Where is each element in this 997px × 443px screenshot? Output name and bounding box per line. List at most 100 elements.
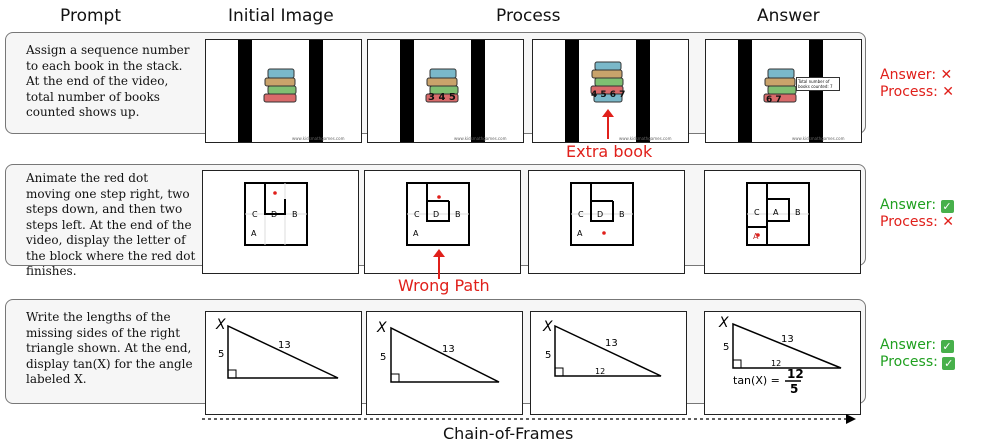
prompt-red-dot: Animate the red dot moving one step righ… — [26, 171, 196, 278]
triangle-diagram: X 5 13 12 — [542, 319, 662, 377]
footer-label: Chain-of-Frames — [443, 424, 574, 443]
header-answer: Answer — [757, 6, 820, 26]
triangle-frame-process-1: X 5 13 — [366, 311, 523, 415]
letter-c: C — [578, 210, 584, 219]
triangle-diagram: X 5 13 12 tan(X) = 12 5 — [718, 315, 842, 396]
answer-label: Answer: — [880, 67, 937, 83]
header-initial-image: Initial Image — [228, 6, 334, 26]
red-dot — [602, 231, 606, 235]
black-bar-right — [309, 40, 323, 142]
answer-box: Total number of books counted: 7 — [796, 77, 840, 91]
prompt-books: Assign a sequence number to each book in… — [26, 43, 190, 119]
letter-a-final: A — [753, 232, 759, 241]
books-frame-initial: www.kidsmathgames.com — [205, 39, 362, 143]
prompt-triangle: Write the lengths of the missing sides o… — [26, 310, 193, 386]
hyp-13: 13 — [605, 338, 618, 349]
book-stack-icon — [263, 68, 297, 103]
wrong-path-annotation: Wrong Path — [398, 276, 490, 295]
book-numbers: 3 4 5 — [428, 92, 456, 103]
red-dot — [437, 195, 441, 199]
maze-frame-process-2: C D B A — [528, 170, 685, 274]
triangle-frame-initial: X 5 13 — [205, 311, 362, 415]
letter-c: C — [252, 210, 258, 219]
maze-diagram: C D B A — [570, 182, 634, 246]
black-bar-right — [809, 40, 823, 142]
up-arrow-icon — [602, 109, 614, 139]
book-stack-icon — [425, 68, 459, 103]
maze-diagram: C A B A — [746, 182, 810, 246]
chain-arrow — [202, 414, 856, 424]
black-bar-left — [400, 40, 414, 142]
check-icon: ✓ — [942, 357, 956, 370]
triangle-diagram: X 5 13 — [376, 320, 500, 383]
side-5: 5 — [545, 350, 551, 361]
tan-denominator: 5 — [790, 382, 798, 396]
letter-c: C — [414, 210, 420, 219]
letter-d: D — [271, 210, 277, 219]
maze-frame-initial: C D B A — [202, 170, 359, 274]
red-dot — [756, 233, 760, 237]
maze-diagram: C D B A — [244, 182, 308, 246]
maze-diagram: C D B A — [406, 182, 470, 246]
answer-label: Answer: — [880, 197, 937, 213]
book-numbers: 6 7 — [766, 95, 782, 105]
side-5: 5 — [218, 349, 224, 360]
books-frame-answer: 6 7 Total number of books counted: 7 www… — [705, 39, 862, 143]
vertex-x: X — [215, 317, 226, 333]
process-label: Process: — [880, 214, 938, 230]
black-bar-left — [565, 40, 579, 142]
check-icon: ✓ — [940, 340, 954, 353]
letter-a: A — [413, 229, 419, 238]
black-bar-left — [238, 40, 252, 142]
letter-d: D — [597, 210, 603, 219]
watermark: www.kidsmathgames.com — [619, 136, 672, 141]
letter-a: A — [773, 208, 779, 217]
red-dot — [273, 191, 277, 195]
triangle-frame-process-2: X 5 13 12 — [530, 311, 687, 415]
black-bar-right — [636, 40, 650, 142]
hyp-13: 13 — [442, 344, 455, 355]
books-frame-process-1: 3 4 5 www.kidsmathgames.com — [367, 39, 524, 143]
letter-b: B — [455, 210, 461, 219]
black-bar-right — [471, 40, 485, 142]
triangle-frame-answer: X 5 13 12 tan(X) = 12 5 — [704, 311, 861, 415]
process-label: Process: — [880, 354, 938, 370]
books-frame-process-2: 4 5 6 7 www.kidsmathgames.com — [532, 39, 689, 143]
watermark: www.kidsmathgames.com — [292, 136, 345, 141]
book-stack-icon — [590, 61, 624, 103]
check-icon: ✓ — [940, 200, 954, 213]
black-bar-left — [738, 40, 752, 142]
header-process: Process — [496, 6, 561, 26]
letter-d: D — [433, 210, 439, 219]
up-arrow-icon — [433, 249, 445, 279]
status-triangle: Answer: ✓ Process: ✓ — [880, 337, 956, 371]
watermark: www.kidsmathgames.com — [792, 136, 845, 141]
process-label: Process: — [880, 84, 938, 100]
letter-b: B — [619, 210, 625, 219]
extra-book-annotation: Extra book — [566, 142, 653, 161]
side-5: 5 — [380, 352, 386, 363]
vertex-x: X — [718, 315, 729, 331]
book-numbers: 4 5 6 7 — [591, 90, 626, 100]
side-5: 5 — [723, 342, 729, 353]
watermark: www.kidsmathgames.com — [454, 136, 507, 141]
status-books: Answer: ✕ Process: ✕ — [880, 67, 954, 101]
hyp-13: 13 — [278, 340, 291, 351]
hyp-13: 13 — [781, 334, 794, 345]
letter-a: A — [577, 229, 583, 238]
tan-label: tan(X) = — [733, 374, 780, 387]
answer-label: Answer: — [880, 337, 937, 353]
cross-icon: ✕ — [940, 67, 953, 83]
header-prompt: Prompt — [60, 6, 121, 26]
book-stack-icon — [763, 68, 797, 103]
tan-numerator: 12 — [787, 367, 804, 381]
cross-icon: ✕ — [942, 214, 955, 230]
letter-b: B — [292, 210, 298, 219]
base-12: 12 — [771, 359, 781, 368]
letter-a: A — [251, 229, 257, 238]
maze-frame-answer: C A B A — [704, 170, 861, 274]
triangle-diagram: X 5 13 — [215, 317, 339, 379]
vertex-x: X — [376, 320, 387, 336]
vertex-x: X — [542, 319, 553, 335]
status-red-dot: Answer: ✓ Process: ✕ — [880, 197, 954, 231]
